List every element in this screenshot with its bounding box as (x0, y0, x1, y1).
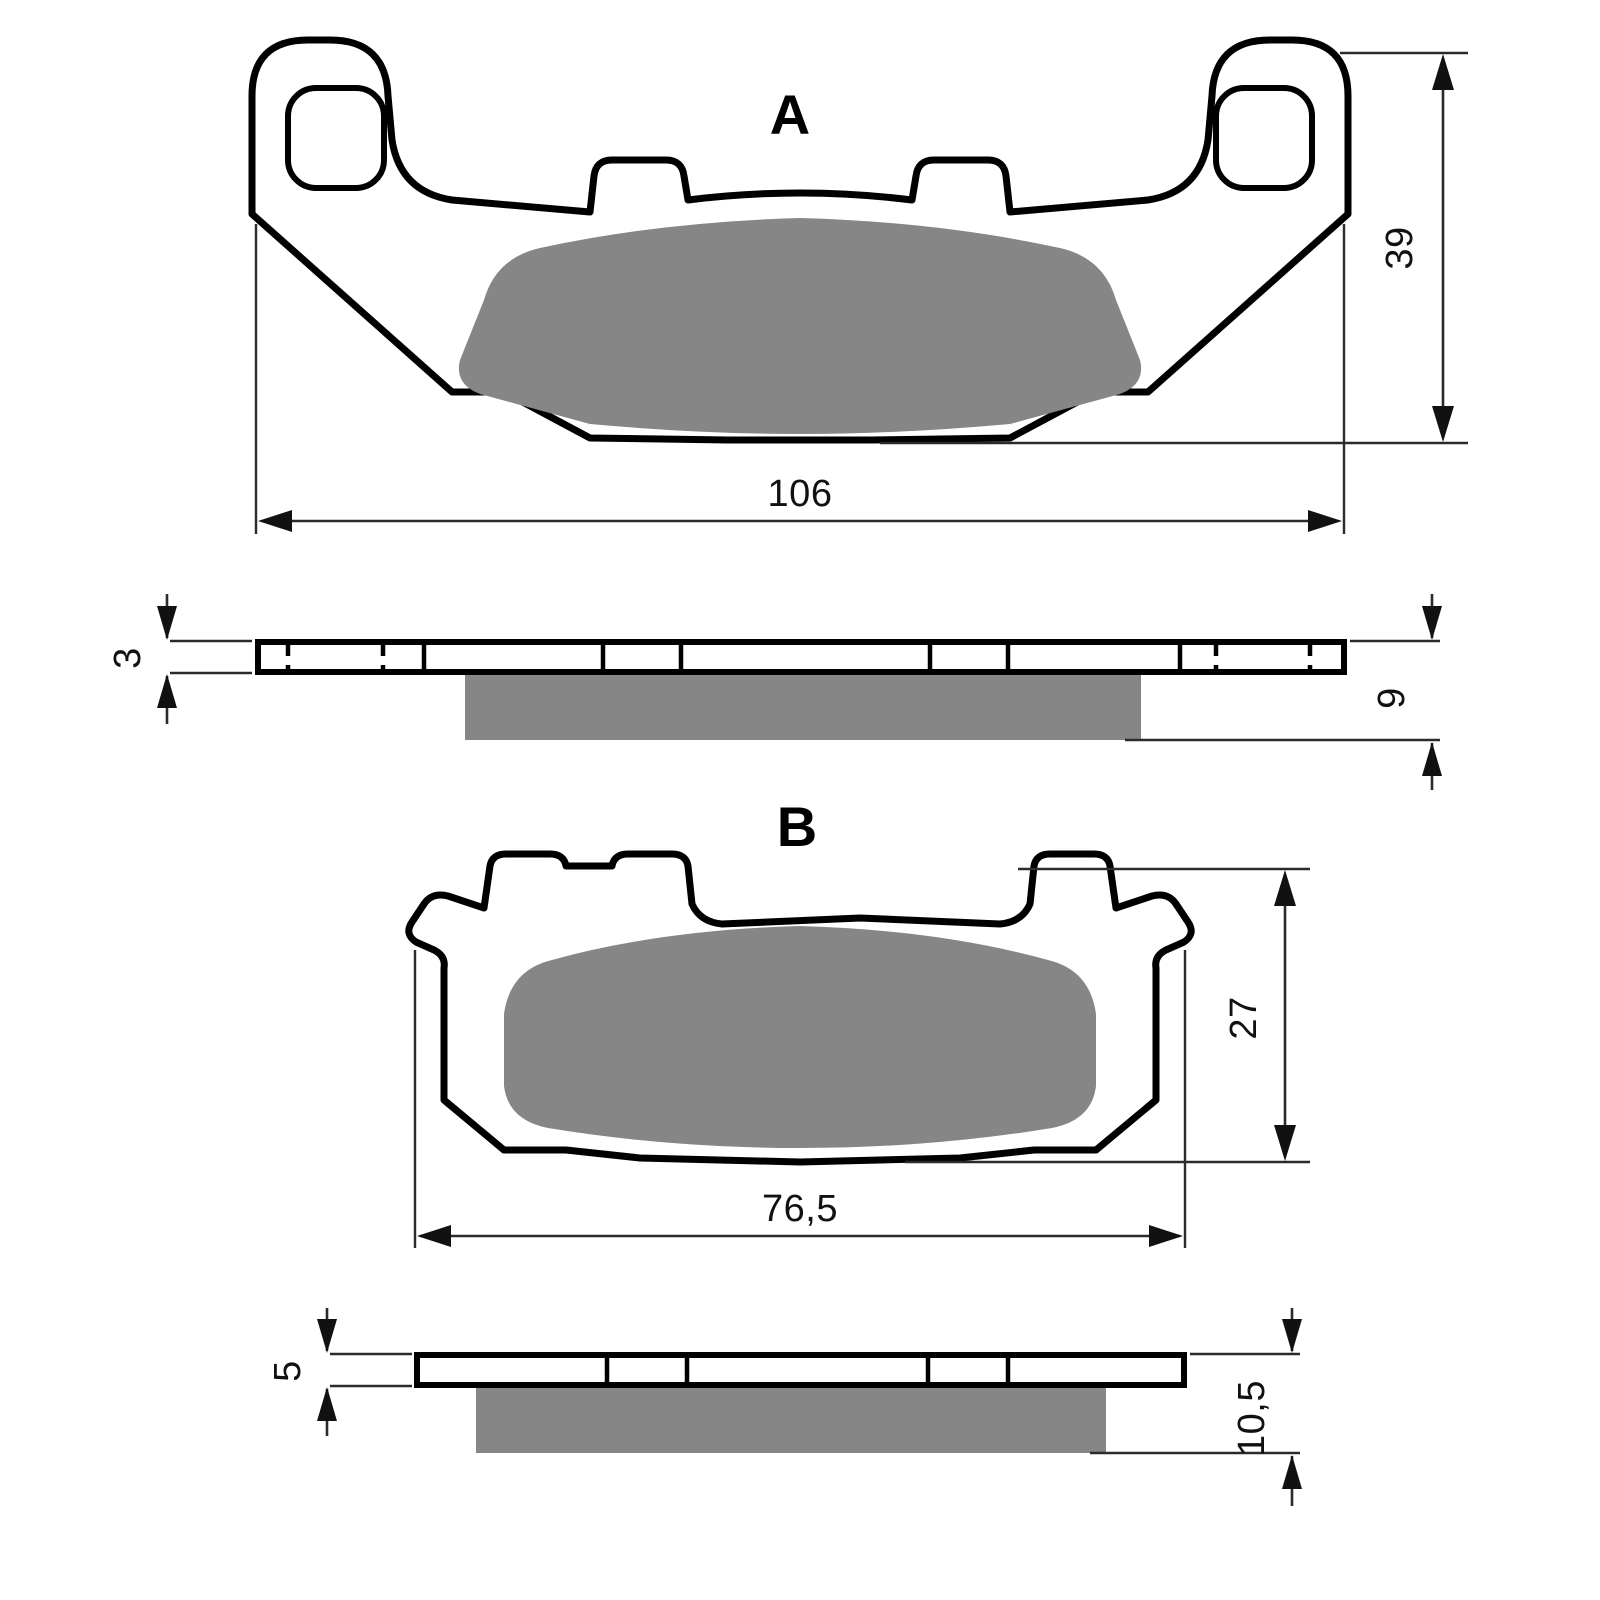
pad-b-total-arrow-top (1282, 1319, 1302, 1353)
pad-a-plate-arrow-bottom (157, 674, 177, 708)
pad-b-width-value: 76,5 (762, 1188, 838, 1230)
pad-b-plate-arrow-bottom (317, 1387, 337, 1421)
pad-a-plate-arrow-top (157, 606, 177, 640)
view-label-a: A (770, 83, 810, 146)
pad-b-width-arrow-right (1149, 1225, 1183, 1247)
pad-a-total-arrow-top (1422, 606, 1442, 640)
pad-a-total-thickness-value: 9 (1371, 687, 1413, 709)
pad-a-section-backing-plate (255, 639, 1347, 675)
pad-b-height-value: 27 (1223, 996, 1265, 1039)
pad-a-section-view: 3 9 (107, 594, 1442, 790)
pad-b-plate-arrow-top (317, 1319, 337, 1353)
pad-b-friction-material (504, 926, 1096, 1148)
pad-a-plate-thickness-value: 3 (107, 647, 149, 669)
pad-a-width-arrow-left (258, 510, 292, 532)
pad-a-face-view: A 106 39 (248, 36, 1468, 534)
pad-a-friction-material (458, 218, 1142, 434)
pad-a-height-arrow-top (1432, 54, 1454, 90)
pad-b-total-arrow-bottom (1282, 1455, 1302, 1489)
pad-a-mounting-hole-right (1213, 85, 1315, 191)
pad-b-section-friction (476, 1385, 1106, 1453)
pad-b-height-arrow-top (1274, 870, 1296, 906)
pad-a-width-value: 106 (768, 473, 833, 515)
pad-a-mounting-hole-left (285, 85, 387, 191)
pad-b-total-thickness-value: 10,5 (1231, 1380, 1273, 1456)
pad-b-plate-thickness-value: 5 (267, 1360, 309, 1382)
pad-a-height-arrow-bottom (1432, 406, 1454, 442)
pad-b-section-backing-plate (414, 1352, 1187, 1388)
pad-b-height-arrow-bottom (1274, 1125, 1296, 1161)
pad-a-total-arrow-bottom (1422, 742, 1442, 776)
pad-a-height-value: 39 (1379, 226, 1421, 269)
pad-b-width-arrow-left (417, 1225, 451, 1247)
pad-a-section-friction (465, 672, 1141, 740)
pad-b-section-view: 5 10,5 (267, 1308, 1302, 1506)
pad-a-width-arrow-right (1308, 510, 1342, 532)
view-label-b: B (777, 795, 817, 858)
pad-b-face-view: B 76,5 27 (405, 795, 1310, 1248)
